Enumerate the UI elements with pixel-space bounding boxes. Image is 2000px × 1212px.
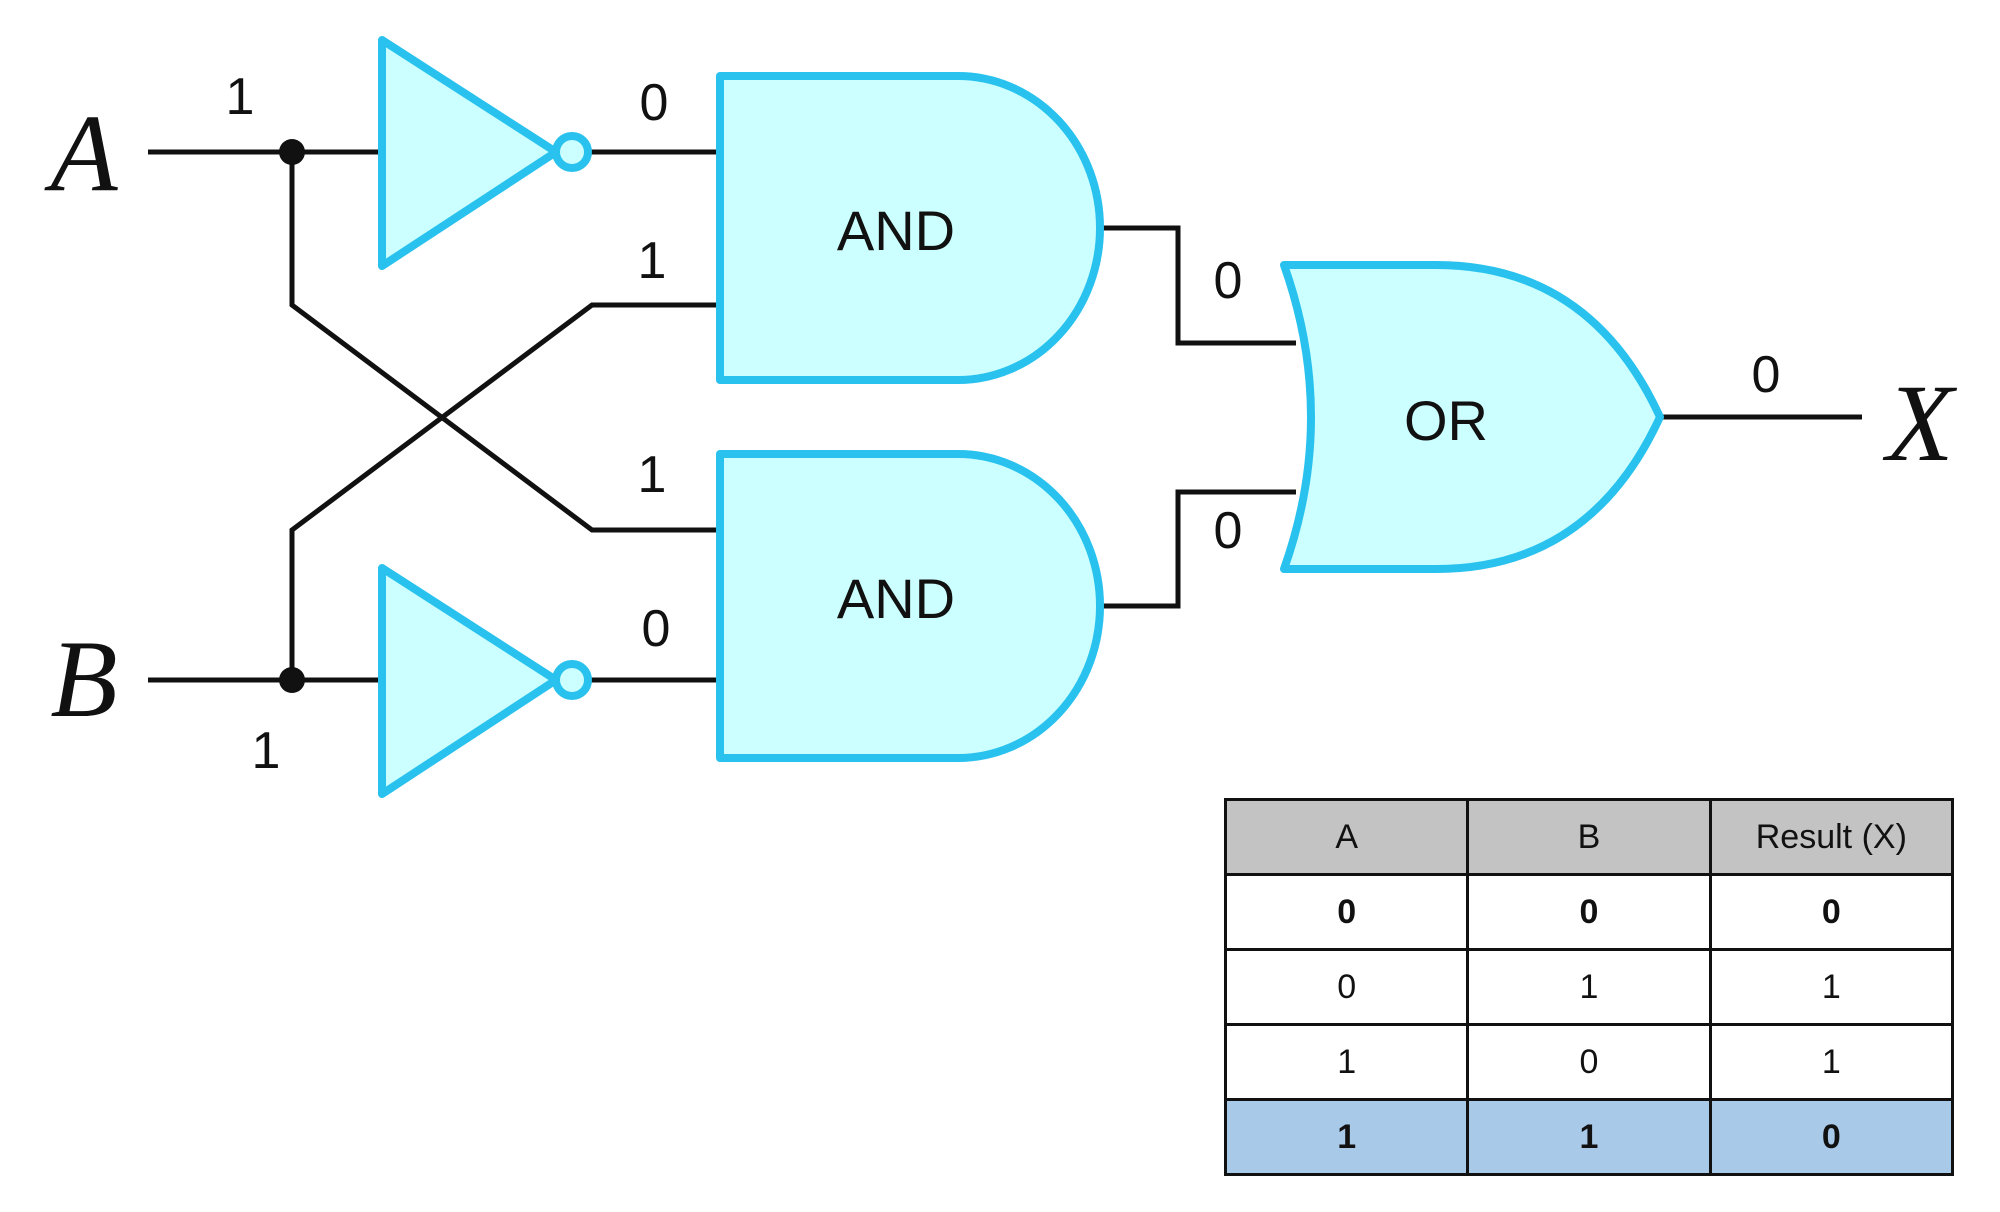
- truth-table: A B Result (X) 0 0 0 0 1 1 1 0 1 1 1 0: [1223, 798, 1955, 1176]
- wires: [148, 149, 1862, 683]
- junction-dot-a: [279, 139, 305, 165]
- and-gate-bottom: [716, 450, 1104, 762]
- and-bottom-label: AND: [837, 567, 955, 630]
- wire-and-top-out: [1100, 225, 1296, 346]
- not-gate-top: [378, 36, 560, 270]
- cell-result: 1: [1708, 1023, 1955, 1101]
- signal-and-top-out: 0: [1214, 252, 1243, 310]
- signal-a-in: 1: [226, 68, 255, 126]
- signal-not-b-out: 0: [642, 600, 671, 658]
- header-a: A: [1223, 798, 1470, 876]
- input-a-label: A: [43, 92, 118, 214]
- and-top-label: AND: [837, 199, 955, 262]
- cell-a: 0: [1223, 873, 1470, 951]
- cell-a: 1: [1223, 1023, 1470, 1101]
- cell-result: 0: [1708, 873, 1955, 951]
- cell-b: 0: [1466, 873, 1712, 951]
- output-x-label: X: [1882, 362, 1957, 484]
- cell-b: 0: [1466, 1023, 1712, 1101]
- and-gate-top: [716, 72, 1104, 384]
- signal-or-out: 0: [1752, 346, 1781, 404]
- not-gate-bottom: [378, 564, 560, 798]
- signal-not-a-out: 0: [640, 74, 669, 132]
- wire-and-bottom-out: [1100, 489, 1296, 609]
- header-result: Result (X): [1708, 798, 1955, 876]
- table-row: 1 0 1: [1223, 1023, 1955, 1101]
- signal-b-in: 1: [252, 722, 281, 780]
- wire-b-cross: [289, 302, 720, 680]
- cell-b: 1: [1466, 948, 1712, 1026]
- cell-a: 1: [1223, 1098, 1470, 1176]
- cell-result: 0: [1708, 1098, 1955, 1176]
- table-row: 0 0 0: [1223, 873, 1955, 951]
- truth-table-header-row: A B Result (X): [1223, 798, 1955, 876]
- table-row: 1 1 0: [1223, 1098, 1955, 1176]
- junction-dot-b: [279, 667, 305, 693]
- header-b: B: [1466, 798, 1712, 876]
- signal-and-top-in-b: 1: [638, 232, 667, 290]
- signal-and-bottom-out: 0: [1214, 502, 1243, 560]
- cell-b: 1: [1466, 1098, 1712, 1176]
- table-row: 0 1 1: [1223, 948, 1955, 1026]
- not-gate-top-bubble: [552, 132, 592, 172]
- or-gate: [1280, 261, 1664, 573]
- cell-result: 1: [1708, 948, 1955, 1026]
- cell-a: 0: [1223, 948, 1470, 1026]
- or-label: OR: [1404, 389, 1488, 452]
- not-gate-bottom-bubble: [552, 660, 592, 700]
- input-b-label: B: [50, 618, 117, 740]
- signal-and-bottom-in-a: 1: [638, 446, 667, 504]
